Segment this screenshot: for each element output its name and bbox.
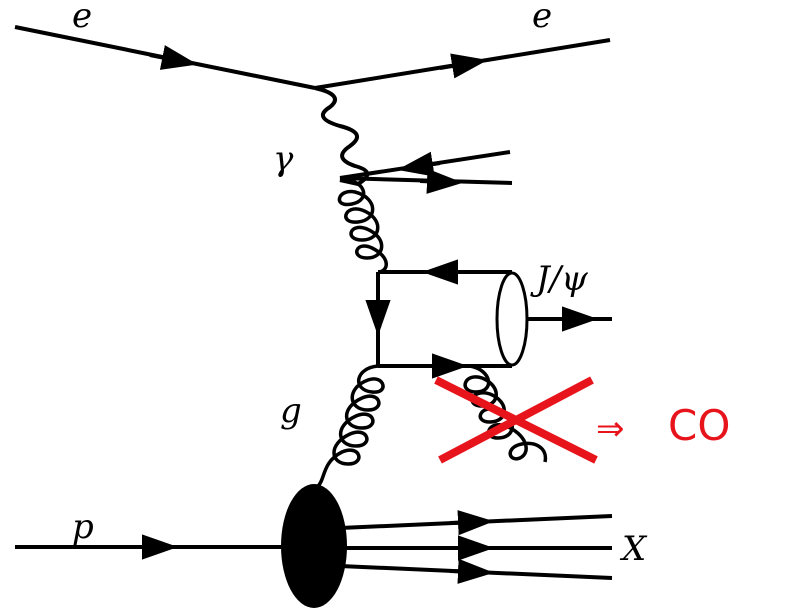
proton-blob: [281, 484, 347, 608]
label-proton: p: [72, 507, 94, 547]
incoming-electron-line: [14, 25, 316, 90]
upper-quark-lines: [339, 150, 513, 194]
outgoing-electron-line: [314, 38, 611, 90]
label-electron-in: e: [72, 0, 92, 36]
emitted-gluon-coil: [463, 364, 548, 463]
red-cross-mark: [434, 376, 598, 464]
label-gluon: g: [280, 391, 302, 431]
remnant-lines: [339, 510, 613, 584]
label-jpsi: J/ψ: [530, 259, 588, 299]
label-color-octet: CO: [668, 401, 730, 450]
label-remnant: X: [619, 529, 648, 569]
charm-quark-loop: [365, 259, 512, 379]
lower-gluon-coil: [316, 364, 385, 488]
upper-gluon-coil: [337, 178, 388, 274]
label-photon: γ: [273, 139, 294, 179]
label-implies-arrow: ⇒: [596, 409, 625, 449]
label-electron-out: e: [532, 0, 552, 36]
jpsi-bound-state: [495, 271, 612, 367]
photon-propagator: [314, 86, 370, 187]
